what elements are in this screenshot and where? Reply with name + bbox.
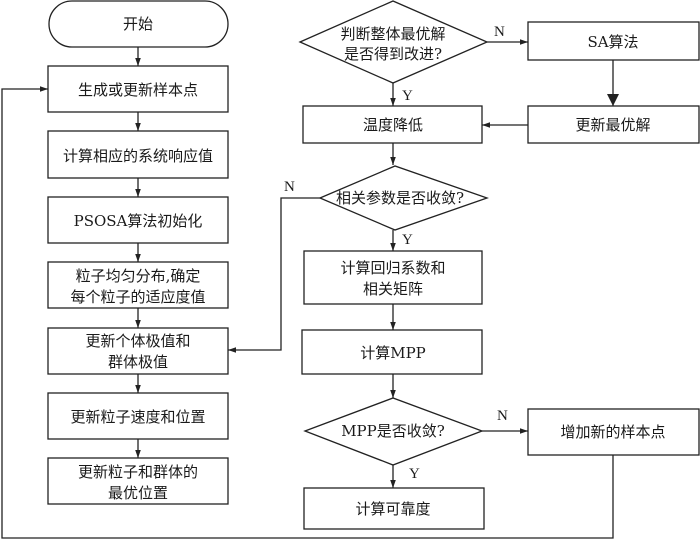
edges [1, 39, 619, 539]
node-start-text: 开始 [123, 15, 153, 33]
node-update-extremes-line2: 群体极值 [108, 353, 168, 371]
node-sa-algorithm-text: SA算法 [587, 33, 638, 51]
node-compute-regression-line2: 相关矩阵 [363, 280, 423, 298]
node-update-velocity: 更新粒子速度和位置 [47, 392, 229, 440]
node-judge-improvement-line1: 判断整体最优解 [340, 25, 445, 43]
label-mpp-no: N [497, 408, 508, 424]
node-sa-algorithm: SA算法 [527, 21, 700, 61]
edge-params-extremes [228, 197, 320, 353]
node-params-converged: 相关参数是否收敛? [318, 165, 489, 231]
node-judge-improvement: 判断整体最优解 是否得到改进? [298, 0, 489, 84]
node-mpp-converged: MPP是否收敛? [303, 397, 484, 466]
node-compute-mpp-text: 计算MPP [360, 344, 426, 362]
node-mpp-converged-text: MPP是否收敛? [341, 422, 445, 440]
label-judge-yes: Y [402, 88, 413, 104]
edge-labels: N Y N Y N Y [284, 24, 508, 482]
node-update-extremes: 更新个体极值和 群体极值 [47, 327, 229, 375]
node-add-samples: 增加新的样本点 [527, 408, 700, 456]
node-judge-improvement-line2: 是否得到改进? [344, 45, 442, 63]
node-compute-regression-line1: 计算回归系数和 [340, 259, 445, 277]
node-compute-regression: 计算回归系数和 相关矩阵 [303, 250, 483, 305]
node-particle-distribution-line1: 粒子均匀分布,确定 [76, 267, 201, 285]
node-compute-reliability-text: 计算可靠度 [355, 500, 430, 518]
node-compute-response-text: 计算相应的系统响应值 [63, 147, 213, 165]
label-params-yes: Y [402, 232, 413, 248]
node-particle-distribution: 粒子均匀分布,确定 每个粒子的适应度值 [47, 261, 229, 309]
node-start: 开始 [48, 0, 229, 48]
node-lower-temperature-text: 温度降低 [363, 116, 423, 134]
label-judge-no: N [494, 24, 505, 40]
node-particle-distribution-line2: 每个粒子的适应度值 [70, 288, 205, 306]
node-update-best-positions-line1: 更新粒子和群体的 [78, 463, 198, 481]
node-update-best-positions: 更新粒子和群体的 最优位置 [47, 457, 229, 505]
node-update-best-positions-line2: 最优位置 [108, 484, 168, 502]
node-update-optimum-text: 更新最优解 [575, 116, 650, 134]
node-psosa-init-text: PSOSA算法初始化 [74, 212, 203, 230]
node-psosa-init: PSOSA算法初始化 [47, 196, 229, 244]
node-params-converged-text: 相关参数是否收敛? [336, 189, 464, 207]
node-compute-reliability: 计算可靠度 [303, 487, 485, 530]
node-lower-temperature: 温度降低 [302, 105, 483, 144]
label-params-no: N [284, 179, 295, 195]
node-add-samples-text: 增加新的样本点 [560, 423, 665, 441]
node-update-optimum: 更新最优解 [527, 105, 700, 144]
node-compute-mpp: 计算MPP [301, 329, 483, 375]
node-compute-response: 计算相应的系统响应值 [47, 130, 229, 179]
node-update-velocity-text: 更新粒子速度和位置 [70, 408, 205, 426]
edge-add-samples-loop [1, 86, 614, 539]
node-generate-samples-text: 生成或更新样本点 [78, 81, 198, 99]
node-update-extremes-line1: 更新个体极值和 [85, 332, 190, 350]
label-mpp-yes: Y [409, 466, 420, 482]
node-generate-samples: 生成或更新样本点 [47, 65, 229, 113]
